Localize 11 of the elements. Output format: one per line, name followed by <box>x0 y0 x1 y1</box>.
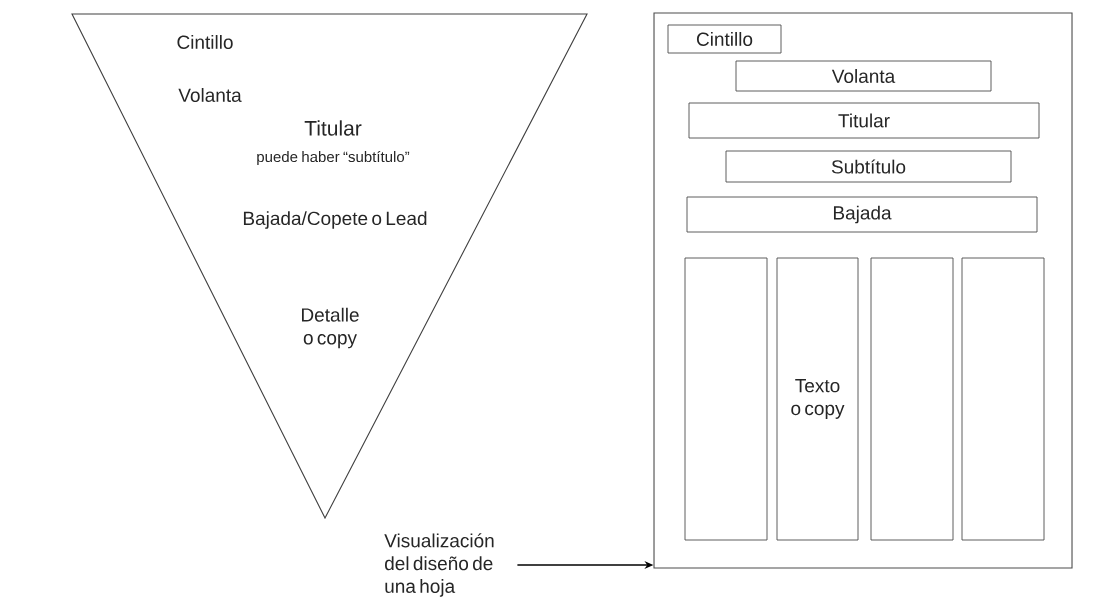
layout-block: Subtítulo <box>725 150 1012 183</box>
layout-block: Volanta <box>735 60 992 92</box>
layout-block: Cintillo <box>667 24 782 54</box>
page-layout <box>653 12 1073 569</box>
text-column <box>961 257 1045 541</box>
layout-block: Titular <box>688 102 1040 139</box>
caption-text: Visualización del diseño de una hoja <box>384 533 494 597</box>
text-column: Texto o copy <box>776 257 859 541</box>
text-column <box>870 257 954 541</box>
layout-block: Bajada <box>686 196 1038 233</box>
text-column <box>684 257 768 541</box>
